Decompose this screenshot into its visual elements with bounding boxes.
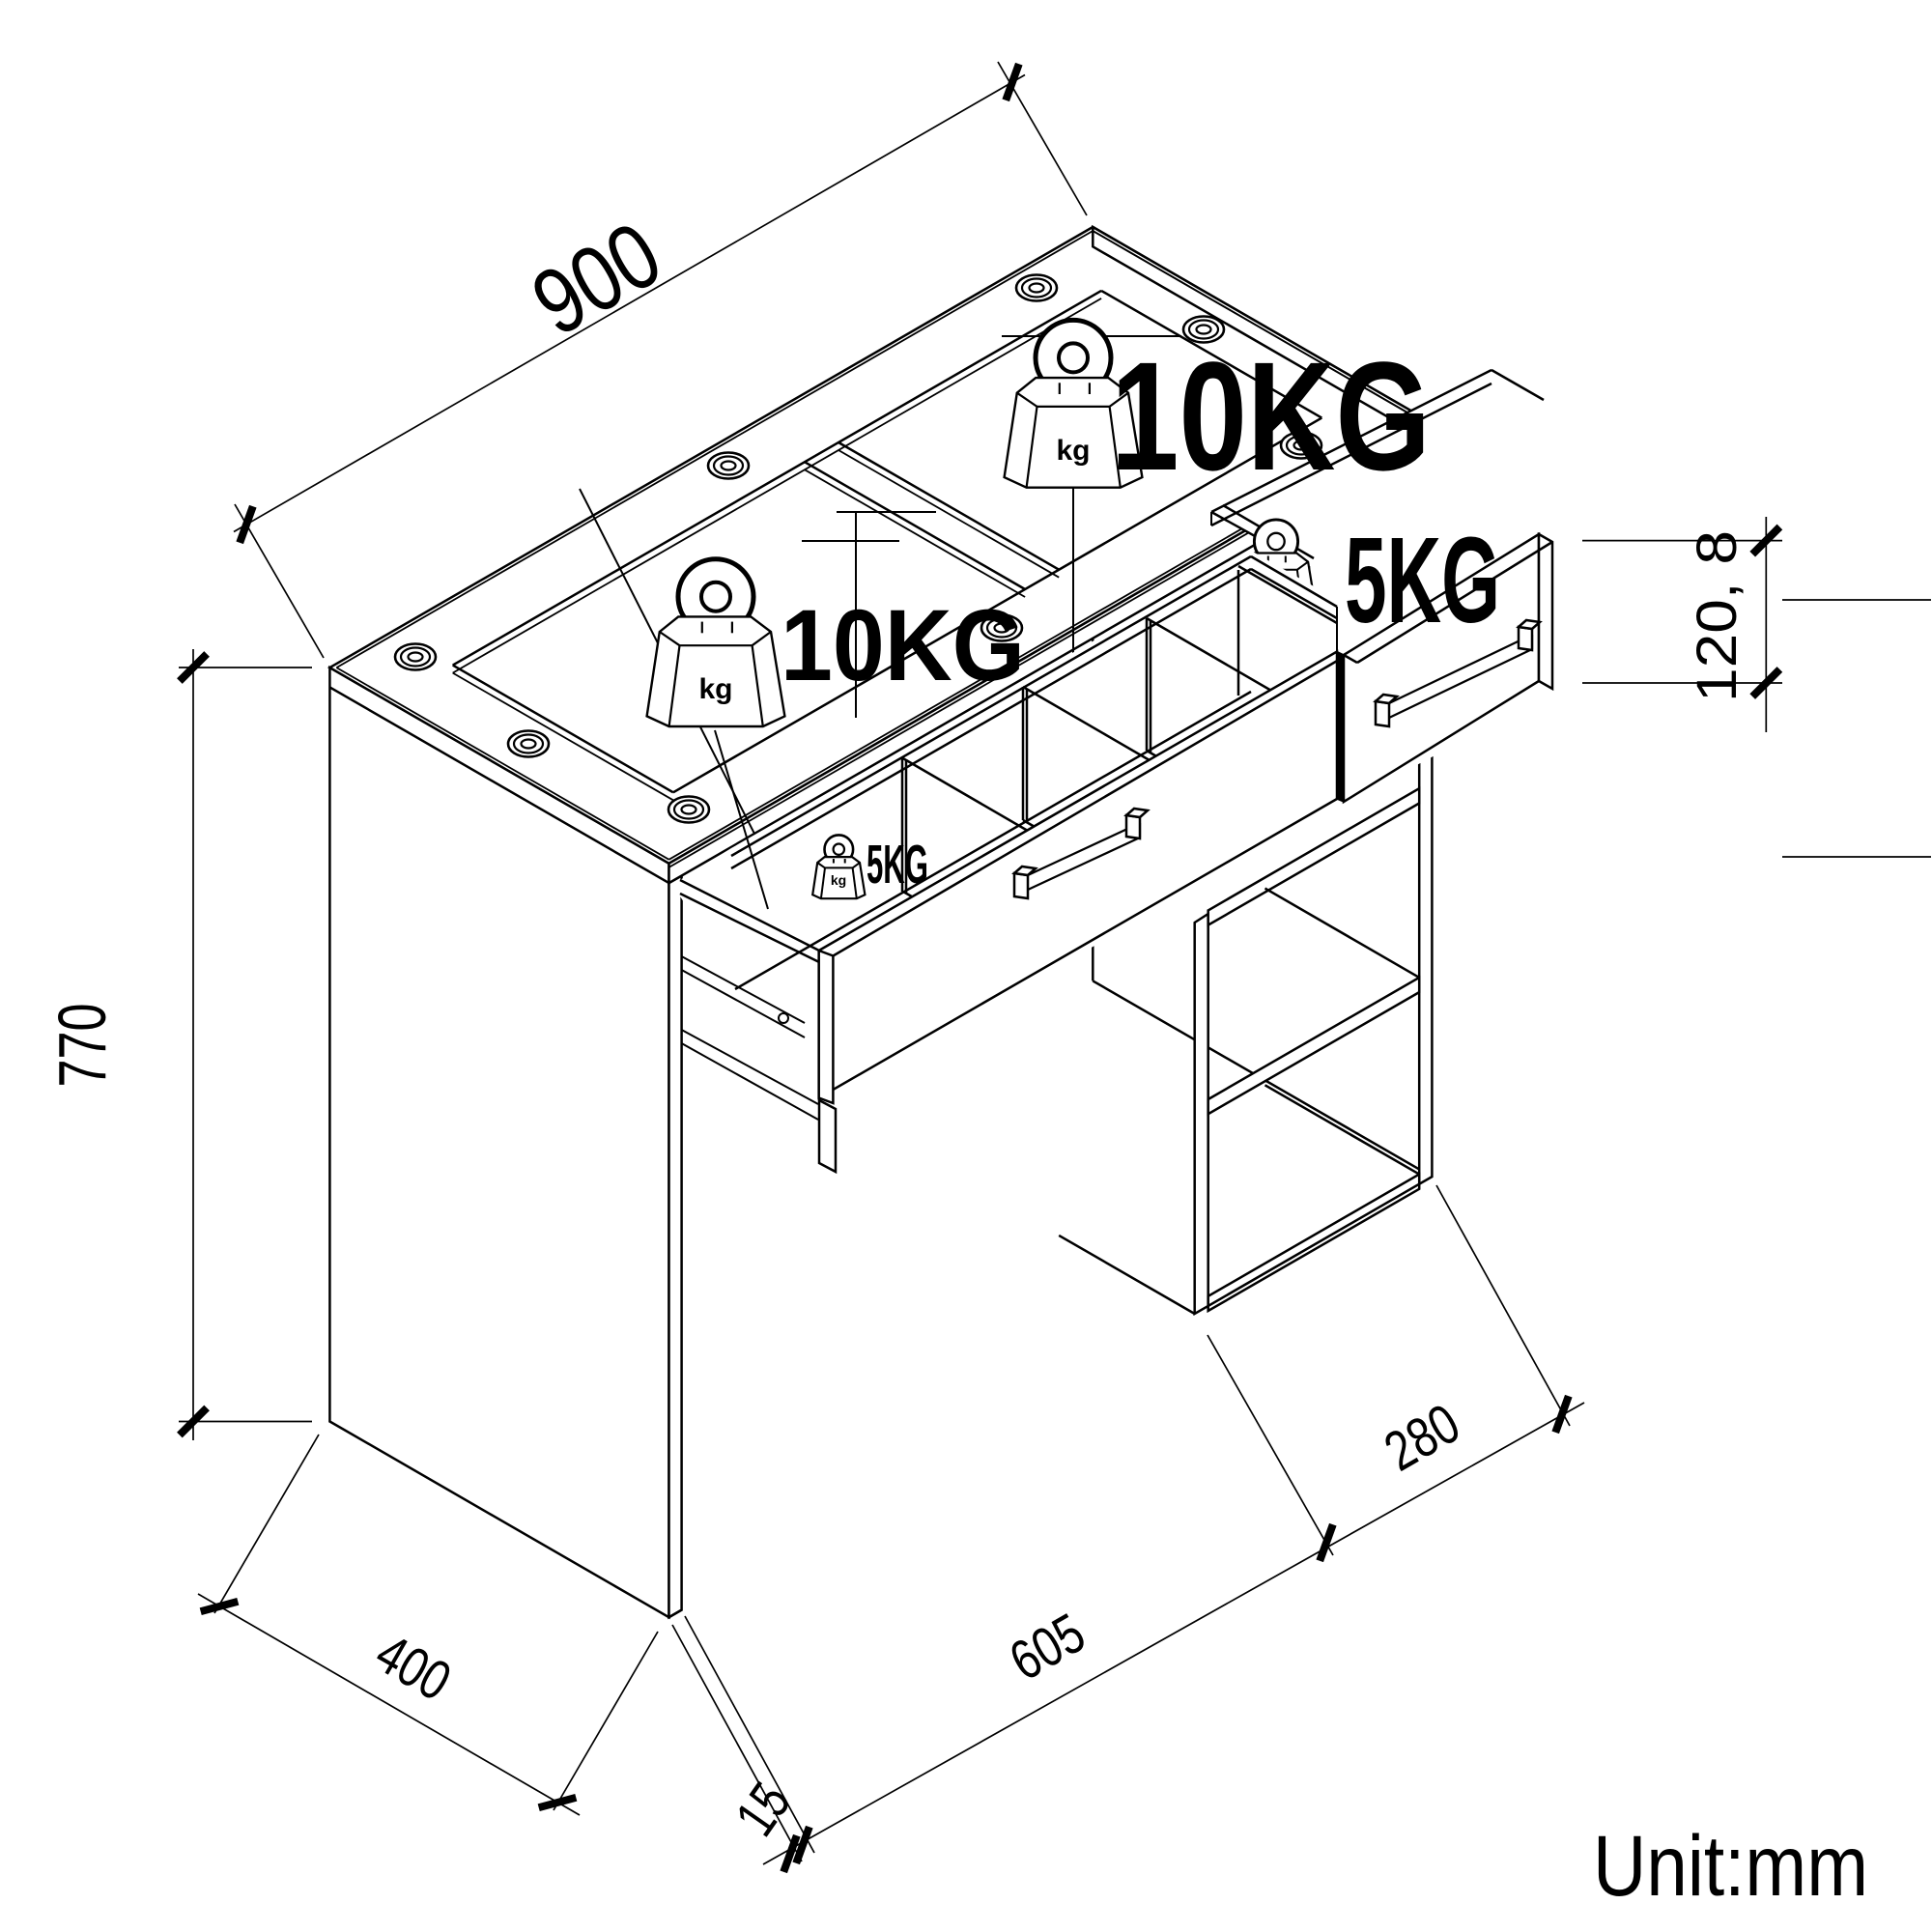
svg-text:10KG: 10KG	[1111, 329, 1431, 502]
svg-text:5KG: 5KG	[867, 834, 928, 895]
svg-text:kg: kg	[1056, 435, 1090, 467]
svg-text:kg: kg	[698, 673, 732, 705]
svg-text:10KG: 10KG	[781, 589, 1025, 702]
svg-text:kg: kg	[831, 872, 846, 888]
svg-text:120, 8: 120, 8	[1686, 530, 1748, 702]
svg-text:770: 770	[44, 1004, 120, 1088]
svg-text:Unit:mm: Unit:mm	[1593, 1817, 1868, 1914]
svg-text:5KG: 5KG	[1345, 512, 1500, 648]
